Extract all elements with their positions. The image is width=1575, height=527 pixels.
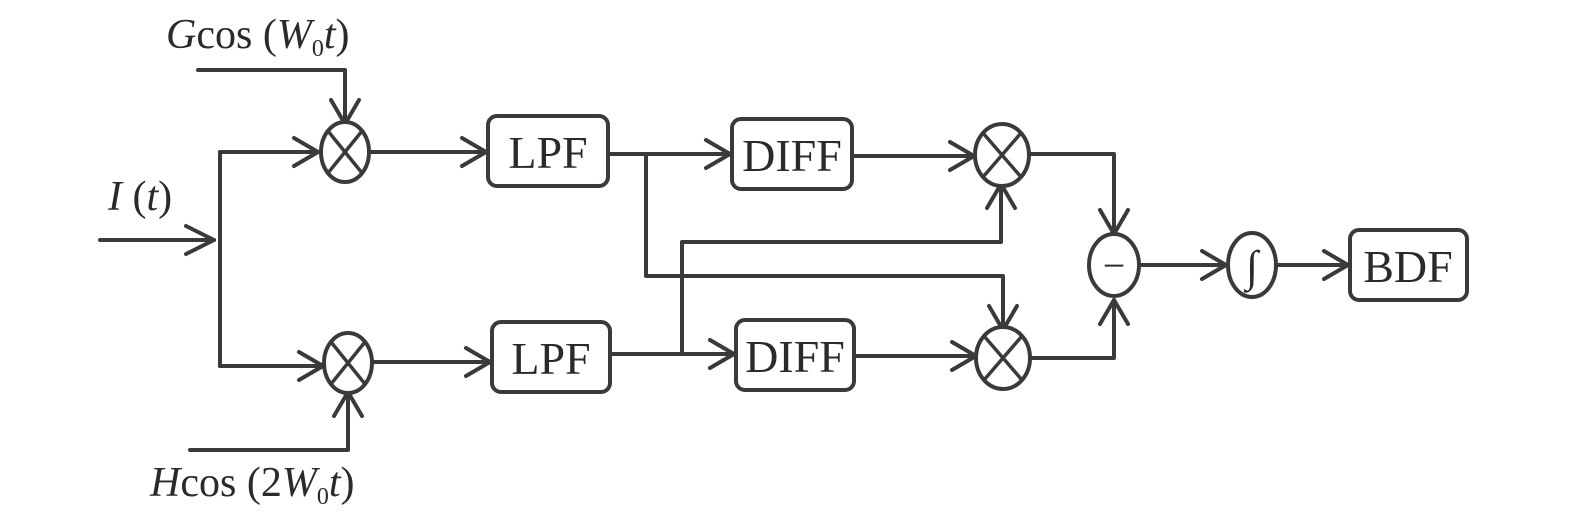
cross-top-to-bottom-wire (644, 152, 1005, 332)
ref2-wire (188, 390, 350, 452)
mult-right-bottom-to-sub-arrowhead (1098, 298, 1130, 326)
bdf-block: BDF (1348, 228, 1469, 302)
ref2-label: Hcos (2W0t) (149, 460, 355, 510)
multiplier-bottom-right (974, 325, 1032, 391)
lpf-top-block: LPF (486, 114, 610, 188)
cross-bottom-to-top-wire (680, 182, 1003, 356)
mult-right-top-to-sub-wire (1028, 152, 1116, 236)
lpf-bottom-label: LPF (511, 333, 590, 384)
diff-top-block: DIFF (730, 117, 854, 191)
integral-symbol: ∫ (1243, 242, 1261, 293)
bdf-label: BDF (1363, 241, 1452, 292)
ref1-label: Gcos (W0t) (166, 12, 350, 62)
subtract-symbol: − (1103, 243, 1126, 288)
multiplier-top-right (973, 122, 1031, 188)
ref1-wire (196, 68, 347, 126)
lpf-top-label: LPF (508, 127, 587, 178)
diff-bottom-label: DIFF (745, 331, 845, 382)
lpf-bottom-block: LPF (490, 320, 612, 394)
integrator-node: ∫ (1226, 231, 1278, 299)
mult-right-bottom-to-sub-wire (1028, 298, 1116, 360)
input-arrowhead (184, 224, 216, 256)
subtractor-node: − (1087, 232, 1141, 298)
multiplier-bottom-left (322, 331, 374, 395)
split-top-arrowhead (292, 136, 320, 168)
diff-top-label: DIFF (742, 130, 842, 181)
diff-bottom-block: DIFF (734, 318, 856, 392)
multiplier-top-left (319, 120, 371, 184)
input-signal-label: I (t) (107, 174, 172, 220)
